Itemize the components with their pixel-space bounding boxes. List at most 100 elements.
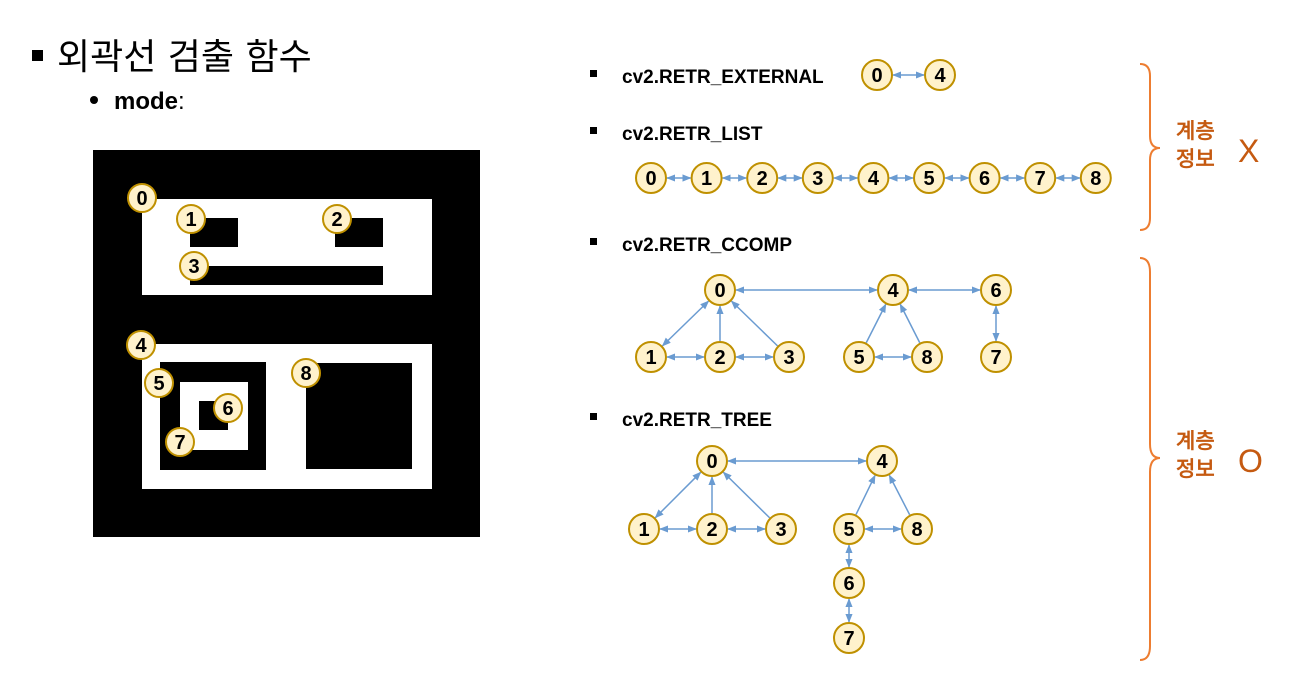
node-tree-8: 8: [901, 513, 933, 545]
slide-title: 외곽선 검출 함수: [32, 28, 312, 80]
image-label-6: 6: [213, 393, 243, 423]
node-list-2-label: 2: [757, 168, 768, 190]
edge-ccomp-3-0: [730, 300, 779, 347]
node-tree-3-label: 3: [775, 519, 786, 541]
hierarchy-edges: [654, 71, 1081, 623]
image-label-8: 8: [291, 358, 321, 388]
node-tree-1-circle: [628, 513, 660, 545]
node-external-4: 4: [924, 59, 956, 91]
node-list-7-circle: [1024, 162, 1057, 194]
node-list-3: 3: [801, 162, 834, 194]
edge-tree-5-4: [855, 474, 876, 515]
node-list-3-circle: [801, 162, 834, 194]
bullet-tree: [590, 413, 597, 420]
bullet-list: [590, 127, 597, 134]
black-hole-8: [306, 363, 412, 469]
image-label-2: 2: [322, 204, 352, 234]
brace-bottom-shape: [1139, 257, 1161, 661]
image-label-6-circle: [213, 393, 243, 423]
image-label-2-label: 2: [331, 209, 342, 231]
node-tree-6: 6: [833, 567, 865, 599]
edge-ccomp-5-4: [865, 303, 887, 344]
node-tree-7: 7: [833, 622, 865, 654]
node-tree-8-circle: [901, 513, 933, 545]
brace-top-mark: X: [1238, 133, 1259, 169]
node-ccomp-8-circle: [911, 341, 943, 373]
image-label-0-circle: [127, 183, 157, 213]
label-retr-external: cv2.RETR_EXTERNAL: [622, 67, 824, 88]
node-ccomp-6-label: 6: [990, 280, 1001, 302]
node-ccomp-7: 7: [980, 341, 1012, 373]
image-label-3-circle: [179, 251, 209, 281]
node-tree-0: 0: [696, 445, 728, 477]
node-tree-2: 2: [696, 513, 728, 545]
node-tree-4-label: 4: [876, 451, 888, 473]
node-ccomp-1: 1: [635, 341, 667, 373]
mode-key: mode: [114, 88, 179, 115]
black-hole-3: [190, 266, 383, 285]
node-ccomp-4-label: 4: [887, 280, 899, 302]
node-tree-1: 1: [628, 513, 660, 545]
node-ccomp-1-circle: [635, 341, 667, 373]
node-tree-0-circle: [696, 445, 728, 477]
node-list-1: 1: [690, 162, 723, 194]
node-ccomp-0-circle: [704, 274, 736, 306]
image-label-7: 7: [165, 427, 195, 457]
node-tree-7-label: 7: [843, 628, 854, 650]
node-tree-1-label: 1: [638, 519, 649, 541]
image-label-3: 3: [179, 251, 209, 281]
node-list-2-circle: [746, 162, 779, 194]
image-label-7-label: 7: [174, 432, 185, 454]
image-label-3-label: 3: [188, 256, 199, 278]
edge-tree-8-4: [888, 474, 911, 516]
node-list-3-label: 3: [812, 168, 823, 190]
image-label-5-label: 5: [153, 373, 164, 395]
node-list-5: 5: [913, 162, 945, 194]
image-label-5-circle: [144, 368, 174, 398]
brace-bottom: 계층 정보 O: [1139, 257, 1263, 661]
mode-labels: cv2.RETR_EXTERNAL cv2.RETR_LIST cv2.RETR…: [590, 67, 824, 431]
node-external-0-label: 0: [871, 65, 882, 87]
image-label-1-label: 1: [185, 209, 196, 231]
brace-bottom-mark: O: [1238, 443, 1263, 479]
node-list-7-label: 7: [1035, 168, 1046, 190]
slide-title-text: 외곽선 검출 함수: [57, 37, 312, 78]
node-list-8: 8: [1079, 162, 1112, 194]
image-label-4-label: 4: [135, 335, 147, 357]
node-ccomp-3: 3: [773, 341, 805, 373]
node-ccomp-5-circle: [843, 341, 875, 373]
node-ccomp-1-label: 1: [645, 347, 656, 369]
node-tree-3: 3: [765, 513, 797, 545]
image-label-1-circle: [176, 204, 206, 234]
mode-colon: :: [178, 88, 185, 115]
node-ccomp-2: 2: [704, 341, 736, 373]
brace-bottom-line2: 정보: [1176, 457, 1215, 481]
node-tree-6-label: 6: [843, 573, 854, 595]
node-tree-5-circle: [833, 513, 865, 545]
image-label-8-label: 8: [300, 363, 311, 385]
edge-tree-3-0: [722, 471, 771, 519]
node-ccomp-5-label: 5: [853, 347, 864, 369]
bullet-external: [590, 70, 597, 77]
round-bullet-icon: [90, 95, 98, 104]
node-tree-5-label: 5: [843, 519, 854, 541]
image-label-0: 0: [127, 183, 157, 213]
node-tree-4-circle: [866, 445, 898, 477]
node-list-4-circle: [857, 162, 890, 194]
node-external-0: 0: [861, 59, 893, 91]
node-ccomp-3-label: 3: [783, 347, 794, 369]
node-list-0-label: 0: [645, 168, 656, 190]
label-retr-list: cv2.RETR_LIST: [622, 124, 763, 145]
node-list-5-label: 5: [923, 168, 934, 190]
node-tree-0-label: 0: [706, 451, 717, 473]
edge-tree-0-1: [654, 471, 702, 519]
brace-top-line1: 계층: [1176, 119, 1215, 143]
node-ccomp-6: 6: [980, 274, 1012, 306]
label-retr-tree: cv2.RETR_TREE: [622, 410, 772, 431]
node-tree-5: 5: [833, 513, 865, 545]
image-label-4-circle: [126, 330, 156, 360]
mode-subtitle: mode:: [90, 88, 185, 116]
node-list-0-circle: [635, 162, 667, 194]
